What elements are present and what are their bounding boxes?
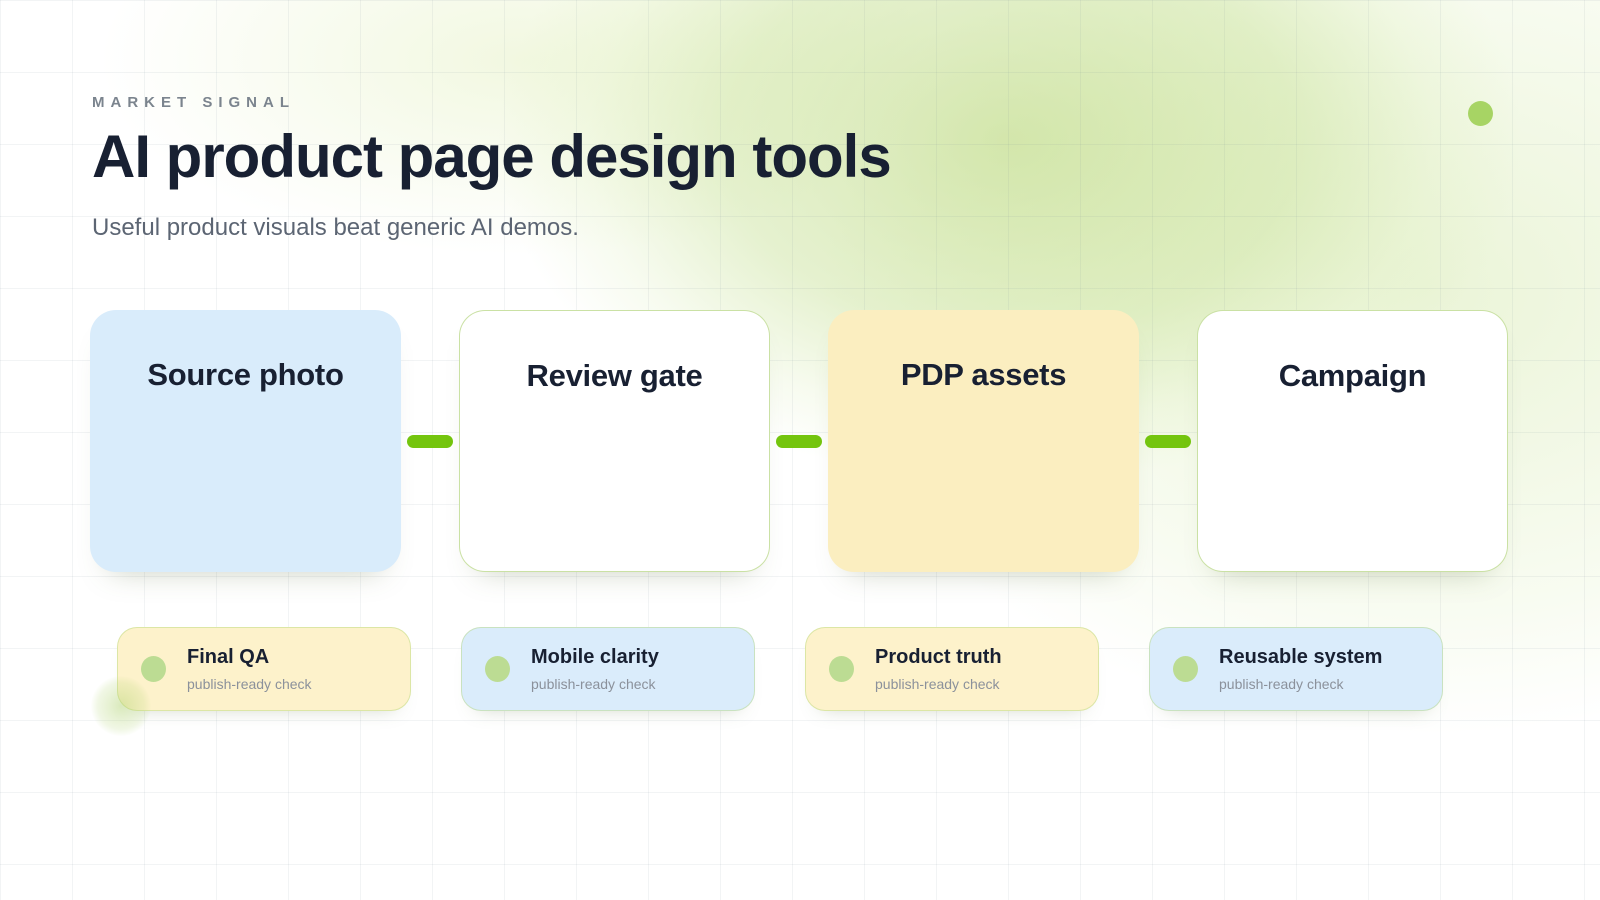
check-label: Reusable system xyxy=(1219,646,1383,668)
check-chip-text: Final QA publish-ready check xyxy=(187,646,312,692)
check-note: publish-ready check xyxy=(1219,676,1344,692)
check-label: Product truth xyxy=(875,646,1002,668)
page-subtitle: Useful product visuals beat generic AI d… xyxy=(92,214,579,242)
check-chip-final-qa: Final QA publish-ready check xyxy=(117,627,411,711)
eyebrow-label: MARKET SIGNAL xyxy=(92,94,295,111)
check-dot-icon xyxy=(829,656,854,682)
check-label: Final QA xyxy=(187,646,270,668)
step-card-label: Campaign xyxy=(1278,358,1427,393)
connector-dash-icon xyxy=(1145,434,1191,448)
connector-dash-icon xyxy=(776,434,822,448)
decor-dot-icon xyxy=(1468,101,1493,126)
check-chip-product-truth: Product truth publish-ready check xyxy=(805,627,1099,711)
step-card-source-photo: Source photo xyxy=(90,310,401,572)
check-dot-icon xyxy=(485,656,510,682)
step-card-label: Source photo xyxy=(147,357,344,392)
step-card-campaign: Campaign xyxy=(1197,310,1508,572)
check-chip-text: Mobile clarity publish-ready check xyxy=(531,646,659,692)
step-card-pdp-assets: PDP assets xyxy=(828,310,1139,572)
step-card-review-gate: Review gate xyxy=(459,310,770,572)
step-card-label: PDP assets xyxy=(900,357,1067,392)
check-label: Mobile clarity xyxy=(531,646,659,668)
connector-dash-icon xyxy=(407,434,453,448)
step-card-label: Review gate xyxy=(526,358,703,393)
check-chip-text: Reusable system publish-ready check xyxy=(1219,646,1382,692)
check-note: publish-ready check xyxy=(531,676,656,692)
check-note: publish-ready check xyxy=(875,676,1000,692)
page-title: AI product page design tools xyxy=(92,123,892,190)
check-chip-mobile-clarity: Mobile clarity publish-ready check xyxy=(461,627,755,711)
check-chip-reusable-system: Reusable system publish-ready check xyxy=(1149,627,1443,711)
check-dot-icon xyxy=(141,656,166,682)
check-note: publish-ready check xyxy=(187,676,312,692)
hero-header: MARKET SIGNAL AI product page design too… xyxy=(92,94,892,242)
check-dot-icon xyxy=(1173,656,1198,682)
check-chip-text: Product truth publish-ready check xyxy=(875,646,1002,692)
flow-steps-row: Source photo Review gate PDP assets Camp… xyxy=(90,310,1508,572)
check-chips-row: Final QA publish-ready check Mobile clar… xyxy=(117,627,1443,711)
